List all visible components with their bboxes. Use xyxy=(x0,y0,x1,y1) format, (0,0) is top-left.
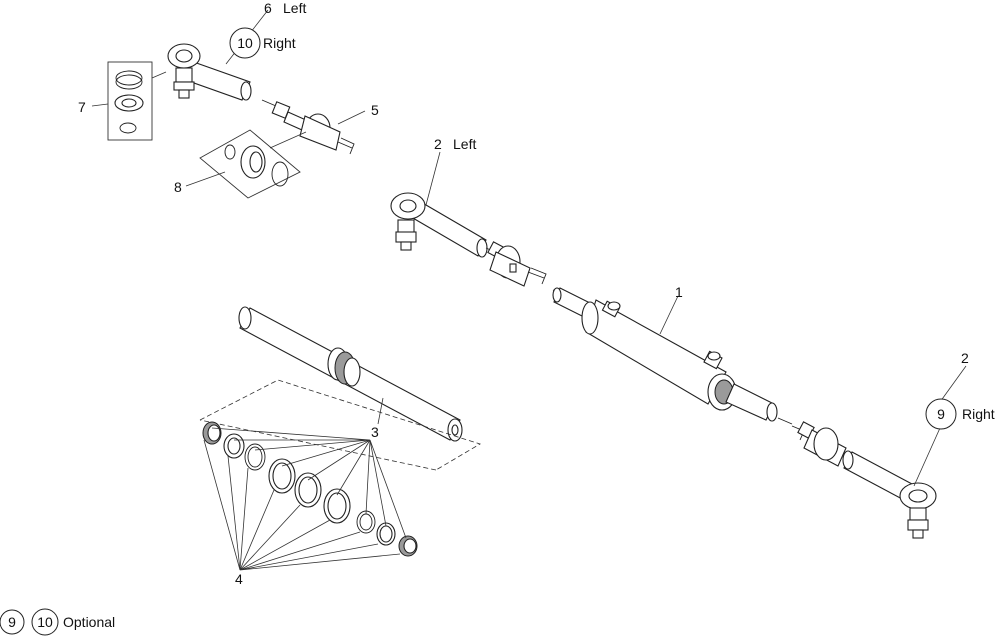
callout-8: 8 xyxy=(174,179,182,195)
tie-rod-end-left xyxy=(390,151,488,258)
callout-2-right-number: 2 xyxy=(961,350,969,366)
callout-9-side: Right xyxy=(962,406,995,422)
piston-rod xyxy=(199,306,481,471)
callout-7: 7 xyxy=(78,99,86,115)
legend-circle-9 xyxy=(0,609,25,635)
adjusting-sleeve-upper xyxy=(261,99,355,155)
legend-circle-10-number: 10 xyxy=(37,614,53,630)
seal-kit-8 xyxy=(185,129,307,199)
callout-9-number: 9 xyxy=(937,406,945,422)
legend-circle-9-number: 9 xyxy=(8,614,16,630)
callout-9-circle xyxy=(925,398,957,430)
callout-4: 4 xyxy=(235,571,243,587)
seal-kit-7 xyxy=(91,61,167,141)
callout-1: 1 xyxy=(675,284,683,300)
callout-10-side: Right xyxy=(263,35,296,51)
callout-2-left-side: Left xyxy=(453,136,476,152)
tie-rod-end-right xyxy=(842,365,967,539)
steering-cylinder xyxy=(552,287,793,425)
adjusting-sleeve-left xyxy=(485,241,547,287)
callout-2-left-number: 2 xyxy=(434,136,442,152)
legend-circle-10 xyxy=(31,608,59,636)
callout-6-number: 6 xyxy=(264,0,272,16)
callout-5: 5 xyxy=(371,102,379,118)
callout-10-number: 10 xyxy=(237,35,253,51)
tie-rod-end-upper-left xyxy=(167,43,252,101)
leader-5 xyxy=(337,110,366,125)
legend-text: Optional xyxy=(63,614,115,630)
callout-3: 3 xyxy=(371,424,379,440)
legend-optional: 9 10 Optional xyxy=(0,608,115,636)
callout-10-circle xyxy=(229,27,261,59)
seal-set xyxy=(202,421,418,571)
callout-6-side: Left xyxy=(283,0,306,16)
